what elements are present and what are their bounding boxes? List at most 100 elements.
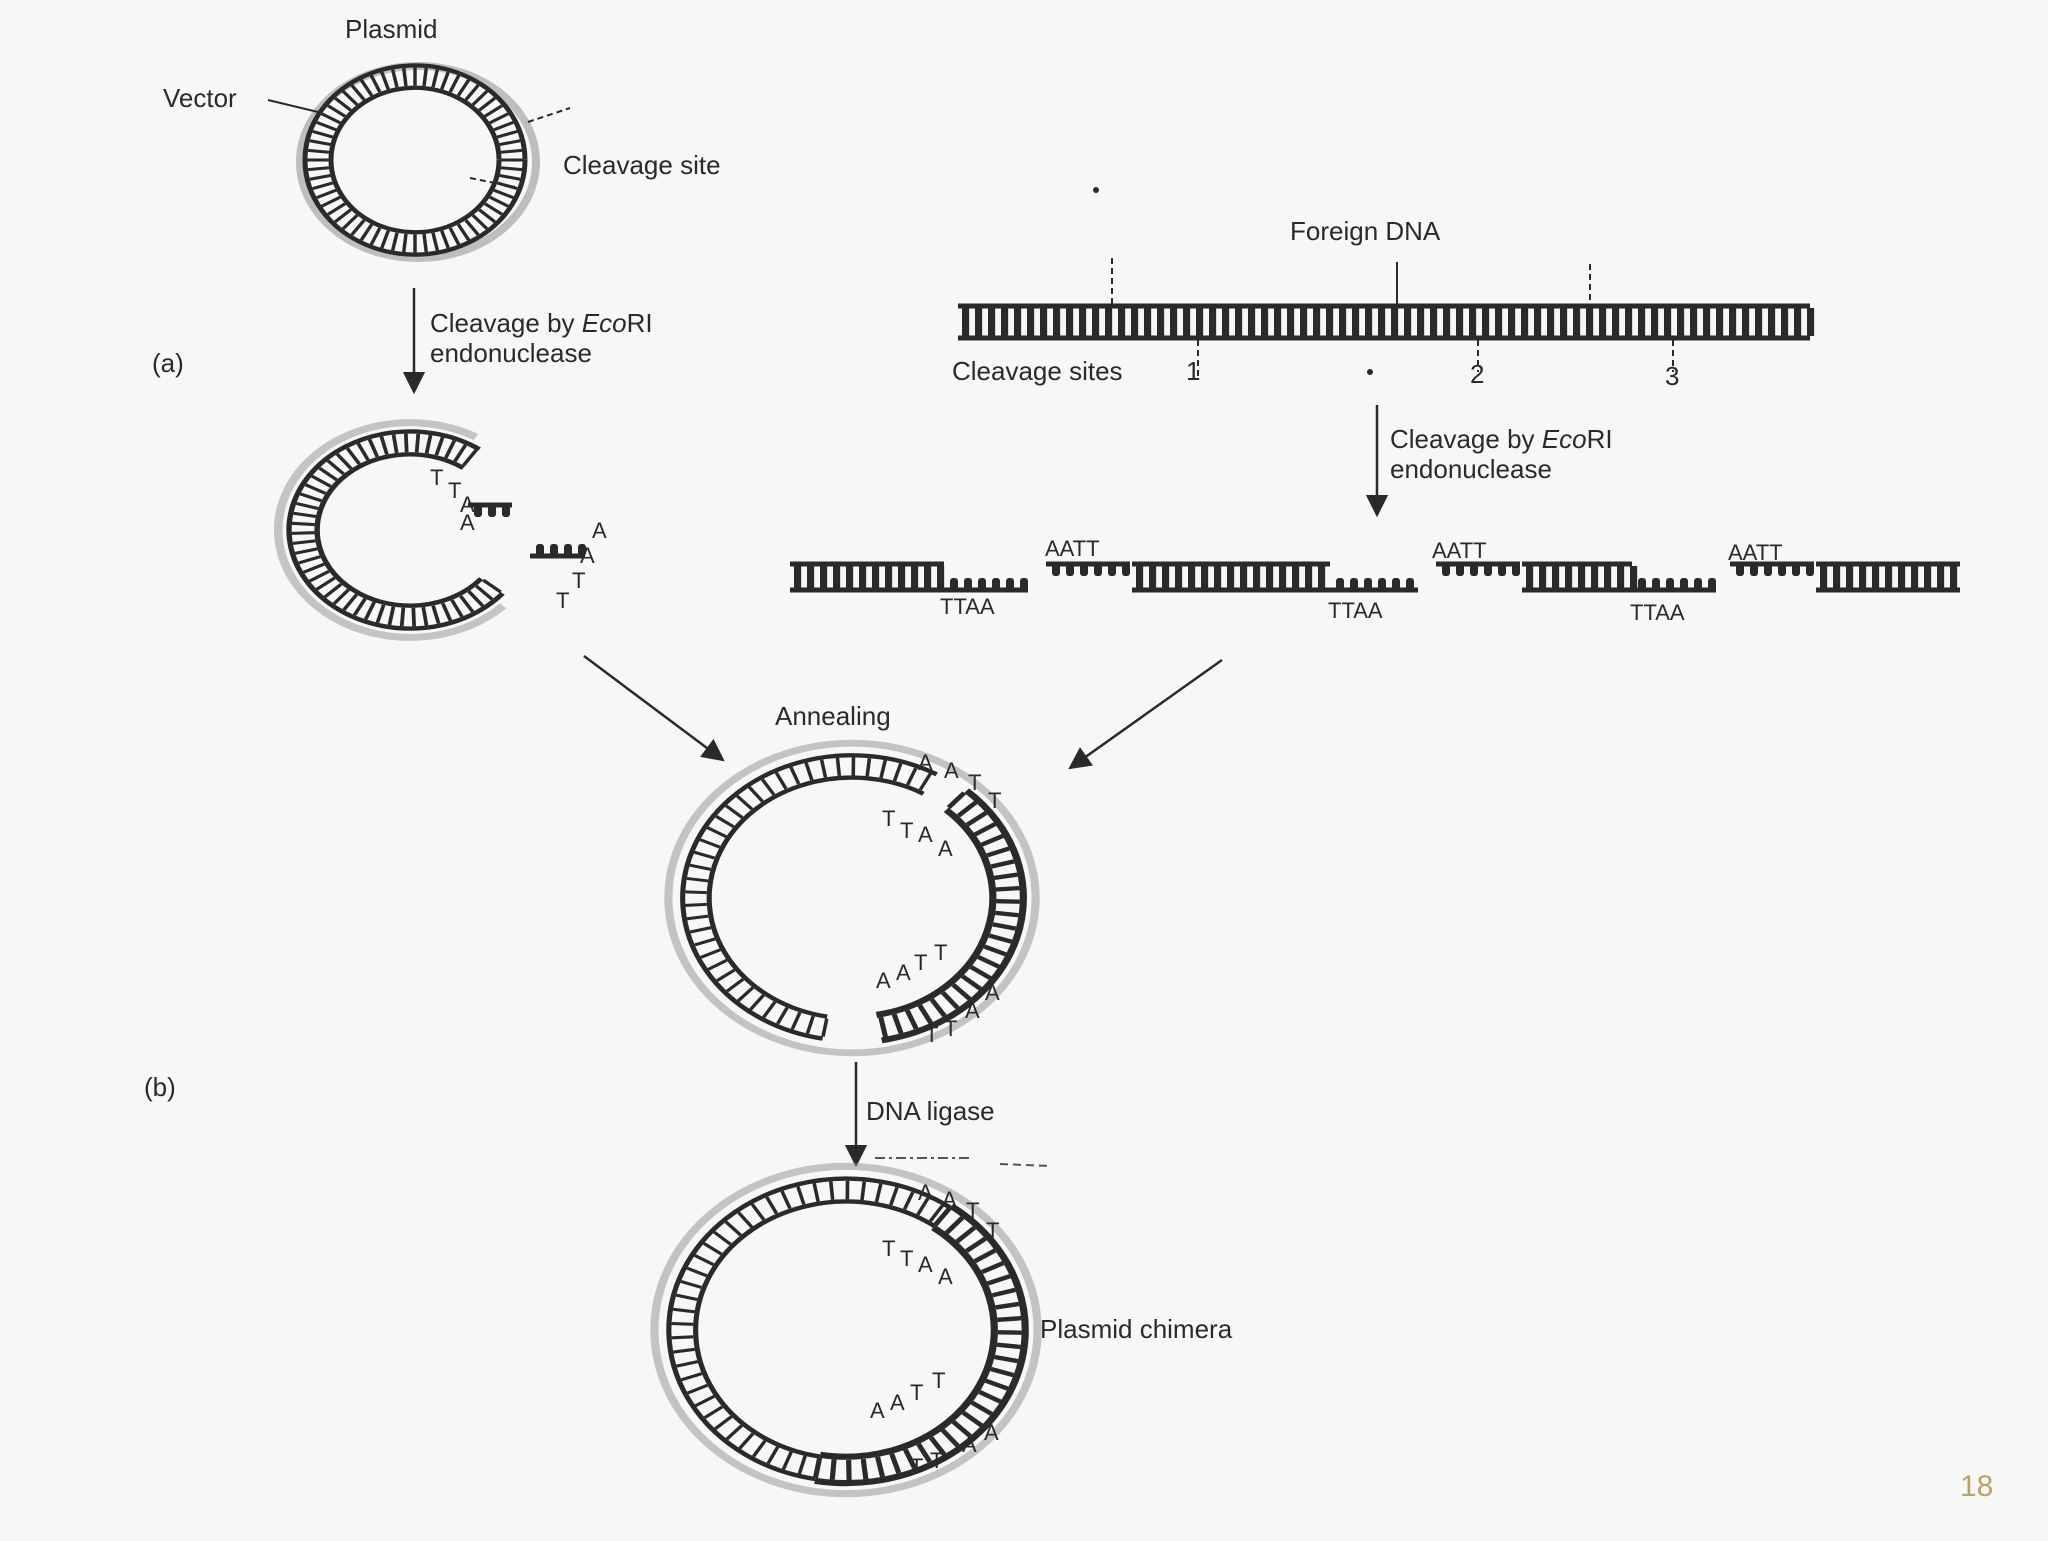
base-pair-rung: [878, 1457, 883, 1477]
base-pair-rung: [911, 566, 918, 588]
base-pair-rung: [1365, 308, 1372, 336]
nuc-opened-a2: A: [460, 510, 475, 535]
base-pair-rung: [1279, 566, 1286, 588]
base-pair-rung: [1240, 566, 1247, 588]
base-pair-rung: [1781, 308, 1788, 336]
base-pair-rung: [714, 1232, 730, 1244]
base-pair-rung: [953, 985, 969, 999]
base-pair-rung: [310, 141, 331, 145]
base-pair-rung: [672, 1337, 694, 1338]
base-pair-rung: [334, 590, 349, 604]
base-pair-rung: [971, 967, 990, 978]
base-pair-rung: [676, 1295, 697, 1299]
base-pair-rung: [417, 434, 419, 452]
base-pair-rung: [483, 580, 500, 592]
base-pair-rung: [673, 1349, 694, 1352]
base-pair-rung: [1521, 308, 1528, 336]
base-pair-rung: [1131, 308, 1138, 336]
base-pair-rung: [708, 960, 726, 969]
base-pair-rung: [1833, 566, 1840, 588]
base-pair-rung: [1417, 308, 1424, 336]
base-pair-rung: [822, 760, 826, 778]
base-pair-rung: [831, 1181, 833, 1199]
base-pair-rung: [681, 1281, 701, 1287]
base-pair-rung: [859, 566, 866, 588]
base-pair-rung: [1872, 566, 1879, 588]
sticky-base: [1108, 564, 1116, 576]
base-pair-rung: [500, 175, 521, 179]
sticky-base: [1364, 578, 1372, 590]
sticky-base: [1052, 564, 1060, 576]
base-pair-rung: [424, 68, 426, 86]
base-pair-rung: [794, 566, 801, 588]
nuc: A: [965, 998, 980, 1023]
base-pair-rung: [1313, 308, 1320, 336]
base-pair-rung: [317, 190, 336, 197]
sticky-base: [1792, 564, 1800, 576]
vector-pointer: [268, 100, 318, 112]
speck: [1367, 369, 1373, 375]
base-pair-rung: [967, 813, 986, 825]
base-pair-rung: [1136, 566, 1143, 588]
base-pair-rung: [1703, 308, 1710, 336]
base-pair-rung: [753, 1441, 764, 1457]
sticky-base: [950, 578, 958, 590]
base-pair-rung: [317, 578, 335, 589]
base-pair-rung: [833, 566, 840, 588]
sticky-base: [550, 544, 558, 556]
base-pair-rung: [490, 114, 508, 123]
base-pair-rung: [996, 1304, 1019, 1308]
base-pair-rung: [1144, 308, 1151, 336]
base-pair-rung: [352, 85, 364, 100]
base-pair-rung: [783, 1452, 791, 1469]
base-pair-rung: [898, 566, 905, 588]
base-pair-rung: [984, 947, 1006, 955]
base-pair-rung: [1604, 566, 1611, 588]
base-pair-rung: [442, 231, 448, 248]
base-pair-rung: [881, 1017, 886, 1036]
base-pair-rung: [1898, 566, 1905, 588]
base-pair-rung: [716, 816, 733, 826]
fragment-1-ttaa: TTAA: [1328, 598, 1383, 623]
base-pair-rung: [393, 70, 397, 88]
sticky-base: [1708, 578, 1716, 590]
nuc: T: [986, 1218, 999, 1243]
base-pair-rung: [328, 204, 345, 215]
base-pair-rung: [996, 888, 1019, 889]
base-pair-rung: [876, 1184, 880, 1202]
base-pair-rung: [1001, 308, 1008, 336]
nuc: A: [944, 758, 959, 783]
base-pair-rung: [319, 468, 336, 480]
base-pair-rung: [382, 72, 388, 89]
arrow-to-annealing-left: [584, 656, 723, 760]
base-pair-rung: [862, 1182, 864, 1200]
nuc: A: [876, 968, 891, 993]
chimera-ring: [654, 1166, 1037, 1493]
base-pair-rung: [352, 220, 364, 235]
nuc: A: [890, 1390, 905, 1415]
base-pair-rung: [294, 513, 316, 516]
base-pair-rung: [807, 1016, 813, 1033]
base-pair-rung: [1188, 566, 1195, 588]
base-pair-rung: [377, 605, 383, 623]
base-pair-rung: [867, 758, 869, 776]
base-pair-rung: [433, 233, 437, 251]
arrow-to-annealing-right: [1070, 660, 1222, 768]
base-pair-rung: [690, 928, 711, 932]
base-pair-rung: [685, 904, 706, 905]
base-pair-rung: [366, 602, 374, 619]
base-pair-rung: [1092, 308, 1099, 336]
sticky-base: [1694, 578, 1702, 590]
base-pair-rung: [920, 774, 930, 790]
smudge-line: [1000, 1164, 1050, 1166]
sticky-base: [1512, 564, 1520, 576]
base-pair-rung: [433, 606, 438, 624]
base-pair-rung: [792, 1012, 800, 1029]
sticky-base: [1336, 578, 1344, 590]
base-pair-rung: [687, 916, 708, 919]
base-pair-rung: [776, 773, 786, 789]
base-pair-rung: [455, 445, 466, 461]
base-pair-rung: [947, 1218, 963, 1233]
sticky-base: [1652, 578, 1660, 590]
base-pair-rung: [1612, 308, 1619, 336]
